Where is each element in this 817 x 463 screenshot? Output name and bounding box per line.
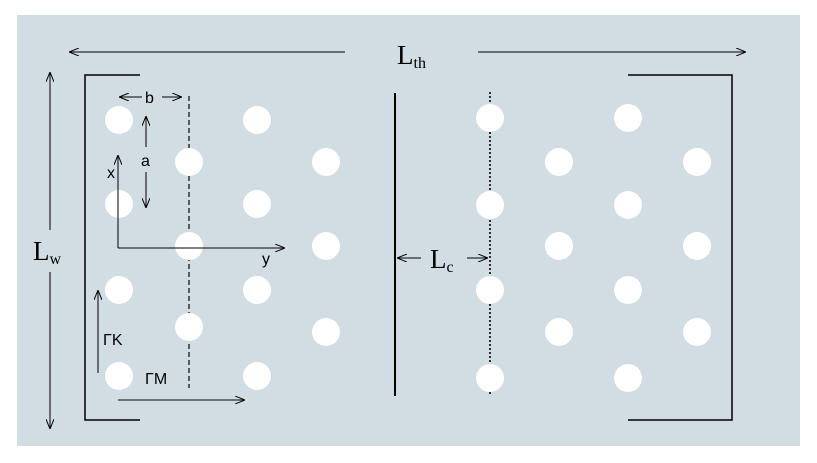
hole xyxy=(683,232,711,260)
hole xyxy=(545,318,573,346)
hole xyxy=(476,364,504,392)
hole xyxy=(175,232,203,260)
hole xyxy=(105,106,133,134)
left-bracket xyxy=(84,74,140,421)
gk-label: ΓK xyxy=(103,332,123,349)
left-crystal-holes xyxy=(105,106,340,390)
hole xyxy=(243,362,271,390)
y-axis-label: y xyxy=(262,251,270,268)
hole xyxy=(476,191,504,219)
right-crystal-holes xyxy=(476,104,711,392)
hole xyxy=(105,276,133,304)
gm-label: ΓM xyxy=(145,371,167,388)
hole xyxy=(243,106,271,134)
x-axis-label: x xyxy=(107,165,115,182)
hole xyxy=(683,318,711,346)
hole xyxy=(614,104,642,132)
width-label: Lw xyxy=(33,236,62,268)
hole xyxy=(105,362,133,390)
hole xyxy=(476,104,504,132)
hole xyxy=(105,190,133,218)
hole xyxy=(312,318,340,346)
b-label: b xyxy=(145,90,154,107)
coupling-label: Lc xyxy=(430,244,454,276)
hole xyxy=(175,313,203,341)
hole xyxy=(545,148,573,176)
hole xyxy=(614,191,642,219)
hole xyxy=(614,364,642,392)
hole xyxy=(312,232,340,260)
hole xyxy=(312,148,340,176)
hole xyxy=(243,276,271,304)
hole xyxy=(243,190,271,218)
hole xyxy=(545,232,573,260)
hole xyxy=(614,276,642,304)
length-label: Lth xyxy=(397,40,426,72)
hole xyxy=(683,148,711,176)
a-label: a xyxy=(141,153,150,170)
hole xyxy=(476,276,504,304)
diagram-background xyxy=(17,15,800,446)
right-bracket xyxy=(628,74,733,421)
hole xyxy=(175,148,203,176)
